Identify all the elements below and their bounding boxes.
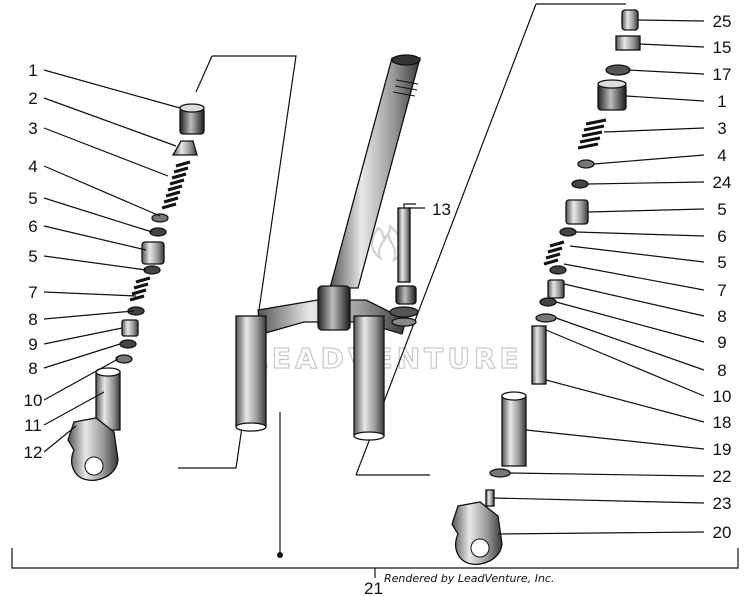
left-callout-5: 6 [28, 217, 37, 236]
right-leader-line [497, 531, 705, 535]
damper-rod [531, 325, 547, 385]
left-callout-13: 12 [24, 443, 43, 462]
right-leader-line [563, 263, 705, 291]
right-leader-line [625, 95, 705, 102]
right-leader-line [569, 245, 705, 263]
right-leader-line [575, 231, 705, 237]
left-callout-4: 5 [28, 189, 37, 208]
right-leader-line [627, 69, 705, 75]
left-outer-leg [235, 315, 267, 427]
left-callout-6: 5 [28, 247, 37, 266]
left-leader-line [43, 358, 119, 401]
left-callout-2: 3 [28, 119, 37, 138]
right-callout-6: 24 [713, 173, 732, 192]
right-callout-18: 23 [713, 494, 732, 513]
left-spring [161, 160, 191, 210]
right-callout-13: 8 [717, 361, 726, 380]
assembly-brackets [11, 3, 739, 578]
right-callout-19: 20 [713, 523, 732, 542]
right-callout-17: 22 [713, 467, 732, 486]
bump-stop [171, 140, 198, 156]
left-callout-12: 11 [24, 416, 42, 435]
watermark-logo: LEADVENTURE [249, 223, 523, 376]
right-leader-line [587, 181, 705, 185]
left-callout-8: 8 [28, 310, 37, 329]
right-leader-line [555, 317, 705, 371]
right-callout-9: 5 [717, 253, 726, 272]
credit-text: Rendered by LeadVenture, Inc. [384, 572, 554, 585]
left-callout-1: 2 [28, 89, 37, 108]
left-callout-0: 1 [28, 61, 37, 80]
right-callout-2: 17 [713, 65, 732, 84]
right-leader-line [545, 379, 705, 423]
left-leader-line [43, 327, 123, 345]
right-leader-line [587, 208, 705, 213]
right-callout-8: 6 [717, 227, 726, 246]
left-leader-line [43, 391, 105, 426]
right-callouts: 25 15 17 1 3 4 24 5 6 5 7 8 9 8 10 18 19 22 23 20 [493, 12, 732, 542]
right-callout-15: 18 [713, 413, 732, 432]
left-axle-mount [67, 417, 119, 482]
left-callout-3: 4 [28, 157, 37, 176]
left-fork-parts [67, 103, 205, 482]
watermark-text: LEADVENTURE [250, 342, 523, 375]
right-leader-line [493, 497, 705, 504]
left-leader-line [43, 165, 161, 217]
right-axle-mount [451, 501, 503, 566]
right-leader-line [593, 154, 705, 165]
right-callout-4: 3 [717, 119, 726, 138]
left-leader-line [43, 225, 147, 251]
right-callout-7: 5 [717, 200, 726, 219]
left-callout-11: 10 [24, 391, 43, 410]
right-leader-line [545, 329, 705, 397]
right-callout-3: 1 [717, 92, 726, 111]
right-leader-line [525, 429, 705, 450]
right-callout-0: 25 [713, 12, 732, 31]
callout-13: 13 [432, 200, 451, 219]
left-leader-line [43, 425, 77, 453]
right-callout-1: 15 [713, 38, 732, 57]
left-leader-line [43, 197, 153, 233]
left-callout-7: 7 [28, 283, 37, 302]
assembly-label: 21 [364, 579, 383, 596]
right-callout-10: 7 [717, 281, 726, 300]
left-leader-line [43, 310, 135, 320]
right-leader-line [603, 127, 705, 133]
left-leader-line [43, 97, 177, 147]
right-leader-line [639, 43, 705, 48]
left-leader-line [43, 255, 147, 271]
right-outer-leg [353, 315, 385, 437]
left-callout-9: 9 [28, 335, 37, 354]
right-callout-14: 10 [713, 387, 732, 406]
right-callout-5: 4 [717, 146, 726, 165]
right-leader-line [555, 301, 705, 343]
right-leader-line [509, 472, 705, 477]
right-callout-16: 19 [713, 440, 732, 459]
left-callout-10: 8 [28, 359, 37, 378]
right-leader-line [637, 19, 705, 22]
right-fork-parts [451, 9, 641, 566]
left-leader-line [43, 291, 137, 297]
right-callout-11: 8 [717, 307, 726, 326]
center-fork-assembly [235, 54, 421, 441]
left-leader-line [43, 69, 181, 109]
left-leader-line [43, 127, 169, 177]
right-callout-12: 9 [717, 333, 726, 352]
right-leader-line [563, 283, 705, 317]
left-leader-line [43, 343, 121, 369]
right-inner-tube [501, 395, 527, 467]
